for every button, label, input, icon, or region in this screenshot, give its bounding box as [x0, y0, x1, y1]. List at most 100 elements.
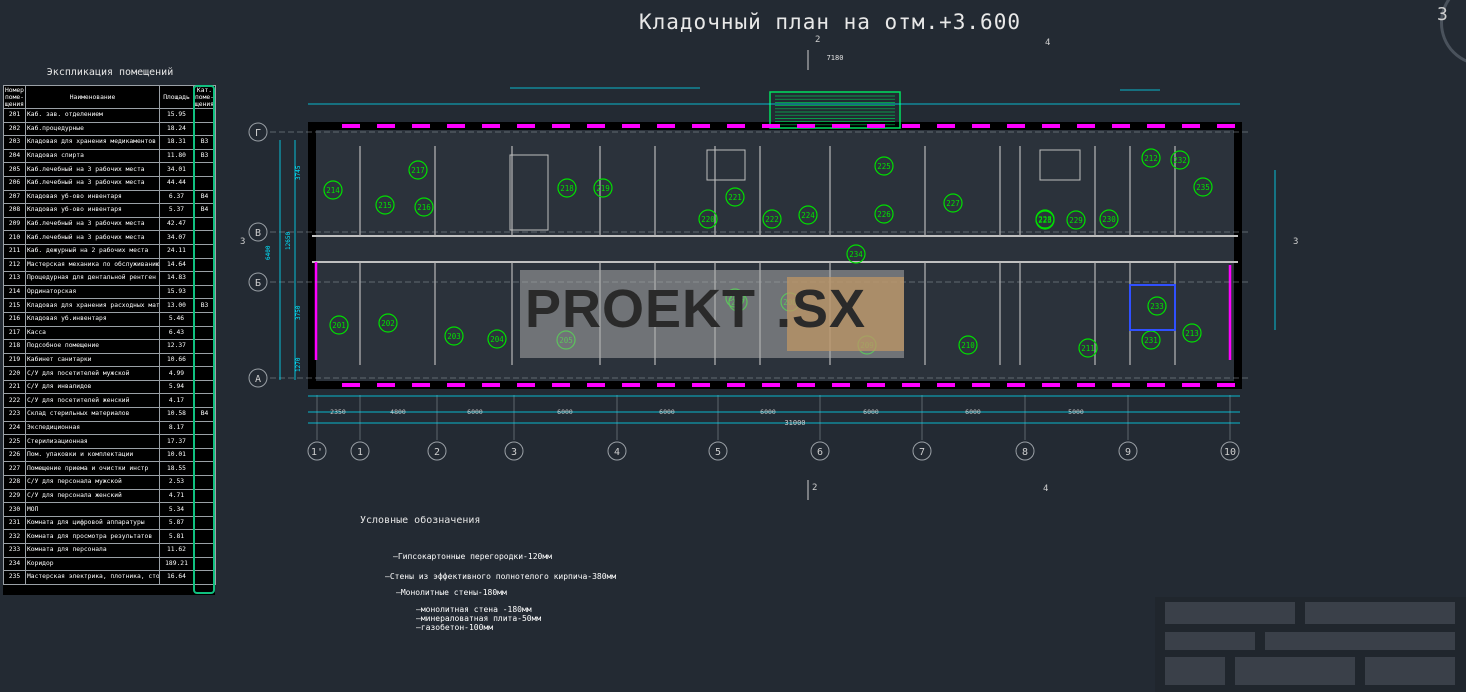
col-axis-label: 7	[919, 447, 925, 458]
col-axis-label: 3	[511, 447, 517, 458]
legend-title: Условные обозначения	[360, 515, 481, 526]
bottom-dimension-label: 6000	[863, 408, 879, 416]
room-marker	[762, 209, 782, 229]
room-number: 216	[417, 203, 431, 212]
watermark-left: PROEKT	[525, 279, 757, 339]
room-marker	[1193, 177, 1213, 197]
room-number: 211	[1081, 344, 1095, 353]
bottom-dimension-label: 6000	[760, 408, 776, 416]
row-axis-label: А	[255, 374, 261, 385]
col-axis-label: 1'	[311, 447, 323, 458]
room-marker	[874, 156, 894, 176]
room-marker	[1141, 148, 1161, 168]
left-dimension-label: 3750	[295, 305, 302, 320]
room-number: 215	[378, 201, 392, 210]
section-mark: 4	[1045, 38, 1050, 48]
room-marker	[1099, 209, 1119, 229]
room-number: 217	[411, 166, 425, 175]
col-axis-label: 1	[357, 447, 363, 458]
room-marker	[378, 313, 398, 333]
room-marker	[846, 244, 866, 264]
col-axis-bubble	[350, 441, 370, 461]
room-number: 232	[1173, 156, 1187, 165]
col-axis-label: 10	[1224, 447, 1236, 458]
col-axis-label: 9	[1125, 447, 1131, 458]
room-number: 218	[560, 184, 574, 193]
room-marker	[698, 209, 718, 229]
left-dimension-label: 3745	[295, 165, 302, 180]
room-marker	[1078, 338, 1098, 358]
category-column-highlight	[193, 85, 215, 594]
section-mark: 2	[815, 35, 820, 45]
room-marker	[444, 326, 464, 346]
col-axis-bubble	[1118, 441, 1138, 461]
bottom-dimension-label: 6000	[659, 408, 675, 416]
room-number: 220	[701, 215, 715, 224]
left-dimension-label: 1270	[295, 357, 302, 372]
header-num: Номер поме- щения	[3, 85, 26, 109]
bottom-dimension-label: 5000	[1068, 408, 1084, 416]
room-number: 229	[1069, 216, 1083, 225]
room-number: 227	[946, 199, 960, 208]
room-number: 210	[961, 341, 975, 350]
col-axis-bubble	[1220, 441, 1240, 461]
room-marker	[1147, 296, 1167, 316]
room-number: 202	[381, 319, 395, 328]
watermark-logo: PROEKT.SX	[525, 278, 866, 340]
legend-subitem-3: –газобетон-100мм	[416, 623, 494, 632]
top-dimension-label: 7180	[827, 54, 844, 62]
room-marker	[1035, 209, 1055, 229]
stair-block	[1039, 149, 1081, 181]
legend-item-gypsum: –Гипсокартонные перегородки-120мм	[393, 552, 552, 561]
room-number: 221	[728, 193, 742, 202]
room-marker	[487, 329, 507, 349]
col-axis-bubble	[607, 441, 627, 461]
corner-number: 3	[1437, 4, 1448, 25]
section-mark: 3	[1293, 237, 1298, 247]
room-marker	[943, 193, 963, 213]
room-number: 234	[849, 250, 863, 259]
legend-subitem-2: –минераловатная плита-50мм	[416, 614, 542, 623]
col-axis-bubble	[504, 441, 524, 461]
room-marker	[323, 180, 343, 200]
room-number: 226	[877, 210, 891, 219]
bottom-dimension-label: 6000	[557, 408, 573, 416]
room-marker	[593, 178, 613, 198]
explication-table: Номер поме- щения Наименование Площадь К…	[3, 85, 216, 595]
room-number: 225	[877, 162, 891, 171]
room-marker	[958, 335, 978, 355]
room-marker	[1066, 210, 1086, 230]
col-axis-label: 5	[715, 447, 721, 458]
room-number: 214	[326, 186, 340, 195]
room-number: 230	[1102, 215, 1116, 224]
row-axis-label: Б	[255, 278, 261, 289]
col-axis-label: 8	[1022, 447, 1028, 458]
col-axis-bubble	[1015, 441, 1035, 461]
row-axis-bubble	[248, 222, 268, 242]
room-marker	[725, 187, 745, 207]
room-marker	[414, 197, 434, 217]
room-number: 233	[1150, 302, 1164, 311]
room-number: 231	[1144, 336, 1158, 345]
room-number: 223	[1038, 216, 1052, 225]
explication-title: Экспликация помещений	[46, 67, 174, 78]
bottom-dimension-label: 6000	[467, 408, 483, 416]
title-block-stamp	[1155, 597, 1466, 692]
drawing-title: Кладочный план на отм.+3.600	[638, 10, 1021, 34]
left-dimension-label: 6400	[265, 245, 272, 260]
cell-area: 16.64	[159, 570, 194, 585]
room-number: 201	[332, 321, 346, 330]
